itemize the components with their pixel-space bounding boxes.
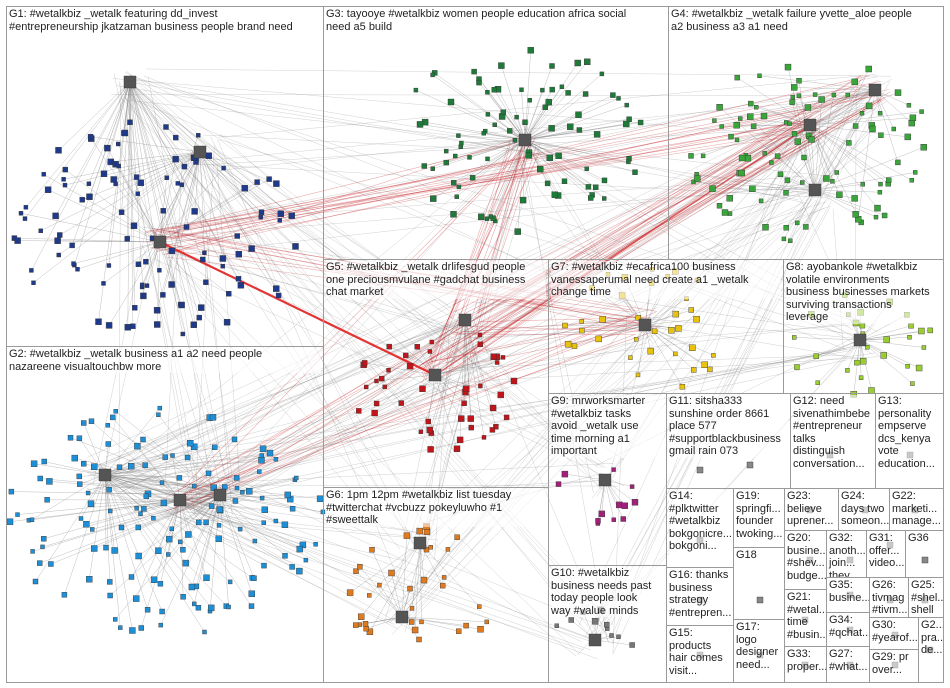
group-label-g6: G6: 1pm 12pm #wetalkbiz list tuesday #tw…: [326, 489, 546, 527]
group-label-g24: G24: days two someon...: [841, 490, 887, 528]
group-box-g28: G2... pra... de...: [918, 617, 944, 683]
group-label-g12: G12: need sivenathimbebe #entrepreneur t…: [793, 395, 873, 471]
group-label-g4: G4: #wetalkbiz _wetalk failure yvette_al…: [671, 8, 941, 33]
group-box-g12: G12: need sivenathimbebe #entrepreneur t…: [790, 393, 876, 489]
group-label-g8: G8: ayobankole #wetalkbiz volatile envir…: [786, 261, 941, 324]
group-box-g7: G7: #wetalkbiz #ecafrica100 business van…: [548, 259, 784, 394]
group-box-g22: G22: marketi... manage...: [889, 488, 944, 531]
group-box-g10: G10: #wetalkbiz business needs past toda…: [548, 565, 667, 683]
group-box-g21: G21: #wetal... time #busin...: [784, 589, 827, 647]
group-box-g30: G30: #yearof...: [869, 617, 919, 650]
group-box-g6: G6: 1pm 12pm #wetalkbiz list tuesday #tw…: [323, 487, 549, 683]
group-label-g32: G32: anoth... join... they...: [829, 532, 864, 578]
group-label-g30: G30: #yearof...: [872, 619, 916, 644]
group-box-g11: G11: sitsha333 sunshine order 8661 place…: [666, 393, 791, 489]
group-label-g28: G2... pra... de...: [921, 619, 941, 657]
group-label-g11: G11: sitsha333 sunshine order 8661 place…: [669, 395, 788, 458]
group-box-g29: G29: pr over...: [869, 649, 919, 683]
group-box-g1: G1: #wetalkbiz _wetalk featuring dd_inve…: [6, 6, 324, 347]
group-label-g25: G25: #shel... shell: [911, 579, 941, 617]
group-label-g26: G26: tivmag #tivm...: [872, 579, 906, 617]
group-label-g27: G27: #what...: [829, 648, 867, 673]
group-label-g17: G17: logo designer need...: [736, 621, 782, 671]
group-label-g13: G13: personality empserve dcs_kenya vote…: [878, 395, 941, 471]
group-box-g16: G16: thanks business strategy #entrepren…: [666, 567, 734, 626]
group-box-g25: G25: #shel... shell: [908, 577, 944, 618]
group-box-g35: G35: busine...: [826, 577, 870, 613]
group-box-g31: G31: offer... video...: [866, 530, 906, 578]
group-box-g36: G36: [905, 530, 944, 578]
group-box-g23: G23: believe uprener...: [784, 488, 839, 531]
group-box-g8: G8: ayobankole #wetalkbiz volatile envir…: [783, 259, 944, 394]
group-box-g34: G34: #qchat...: [826, 612, 870, 647]
group-label-g18: G18: [736, 549, 782, 562]
group-box-g14: G14: #plktwitter #wetalkbiz bokgonicre..…: [666, 488, 734, 568]
group-label-g21: G21: #wetal... time #busin...: [787, 591, 824, 641]
group-label-g22: G22: marketi... manage...: [892, 490, 941, 528]
group-label-g20: G20: busine... #shev... budge...: [787, 532, 824, 582]
group-box-g26: G26: tivmag #tivm...: [869, 577, 909, 618]
group-box-g9: G9: mrworksmarter #wetalkbiz tasks avoid…: [548, 393, 667, 566]
group-label-g15: G15: products hair comes visit...: [669, 627, 731, 677]
group-box-g33: G33: proper...: [784, 646, 827, 683]
group-label-g33: G33: proper...: [787, 648, 824, 673]
group-box-g15: G15: products hair comes visit...: [666, 625, 734, 683]
group-label-g1: G1: #wetalkbiz _wetalk featuring dd_inve…: [9, 8, 321, 33]
group-label-g35: G35: busine...: [829, 579, 867, 604]
group-label-g5: G5: #wetalkbiz _wetalk drlifesgud people…: [326, 261, 546, 299]
group-label-g3: G3: tayooye #wetalkbiz women people educ…: [326, 8, 666, 33]
group-box-g3: G3: tayooye #wetalkbiz women people educ…: [323, 6, 669, 260]
group-box-g5: G5: #wetalkbiz _wetalk drlifesgud people…: [323, 259, 549, 488]
group-box-g19: G19: springfi... founder twoking...: [733, 488, 785, 548]
group-box-g27: G27: #what...: [826, 646, 870, 683]
group-label-g31: G31: offer... video...: [869, 532, 903, 570]
group-box-g17: G17: logo designer need...: [733, 619, 785, 683]
group-box-g2: G2: #wetalkbiz _wetalk business a1 a2 ne…: [6, 346, 324, 683]
group-box-g32: G32: anoth... join... they...: [826, 530, 867, 578]
group-label-g2: G2: #wetalkbiz _wetalk business a1 a2 ne…: [9, 348, 321, 373]
group-box-g20: G20: busine... #shev... budge...: [784, 530, 827, 590]
group-box-g24: G24: days two someon...: [838, 488, 890, 531]
group-label-g16: G16: thanks business strategy #entrepren…: [669, 569, 731, 619]
group-box-g13: G13: personality empserve dcs_kenya vote…: [875, 393, 944, 489]
group-box-g18: G18: [733, 547, 785, 620]
group-label-g10: G10: #wetalkbiz business needs past toda…: [551, 567, 664, 617]
group-box-g4: G4: #wetalkbiz _wetalk failure yvette_al…: [668, 6, 944, 260]
group-label-g29: G29: pr over...: [872, 651, 916, 676]
group-label-g34: G34: #qchat...: [829, 614, 867, 639]
group-label-g9: G9: mrworksmarter #wetalkbiz tasks avoid…: [551, 395, 664, 458]
group-label-g19: G19: springfi... founder twoking...: [736, 490, 782, 540]
group-label-g36: G36: [908, 532, 941, 545]
group-label-g23: G23: believe uprener...: [787, 490, 836, 528]
group-label-g14: G14: #plktwitter #wetalkbiz bokgonicre..…: [669, 490, 731, 553]
group-label-g7: G7: #wetalkbiz #ecafrica100 business van…: [551, 261, 781, 299]
